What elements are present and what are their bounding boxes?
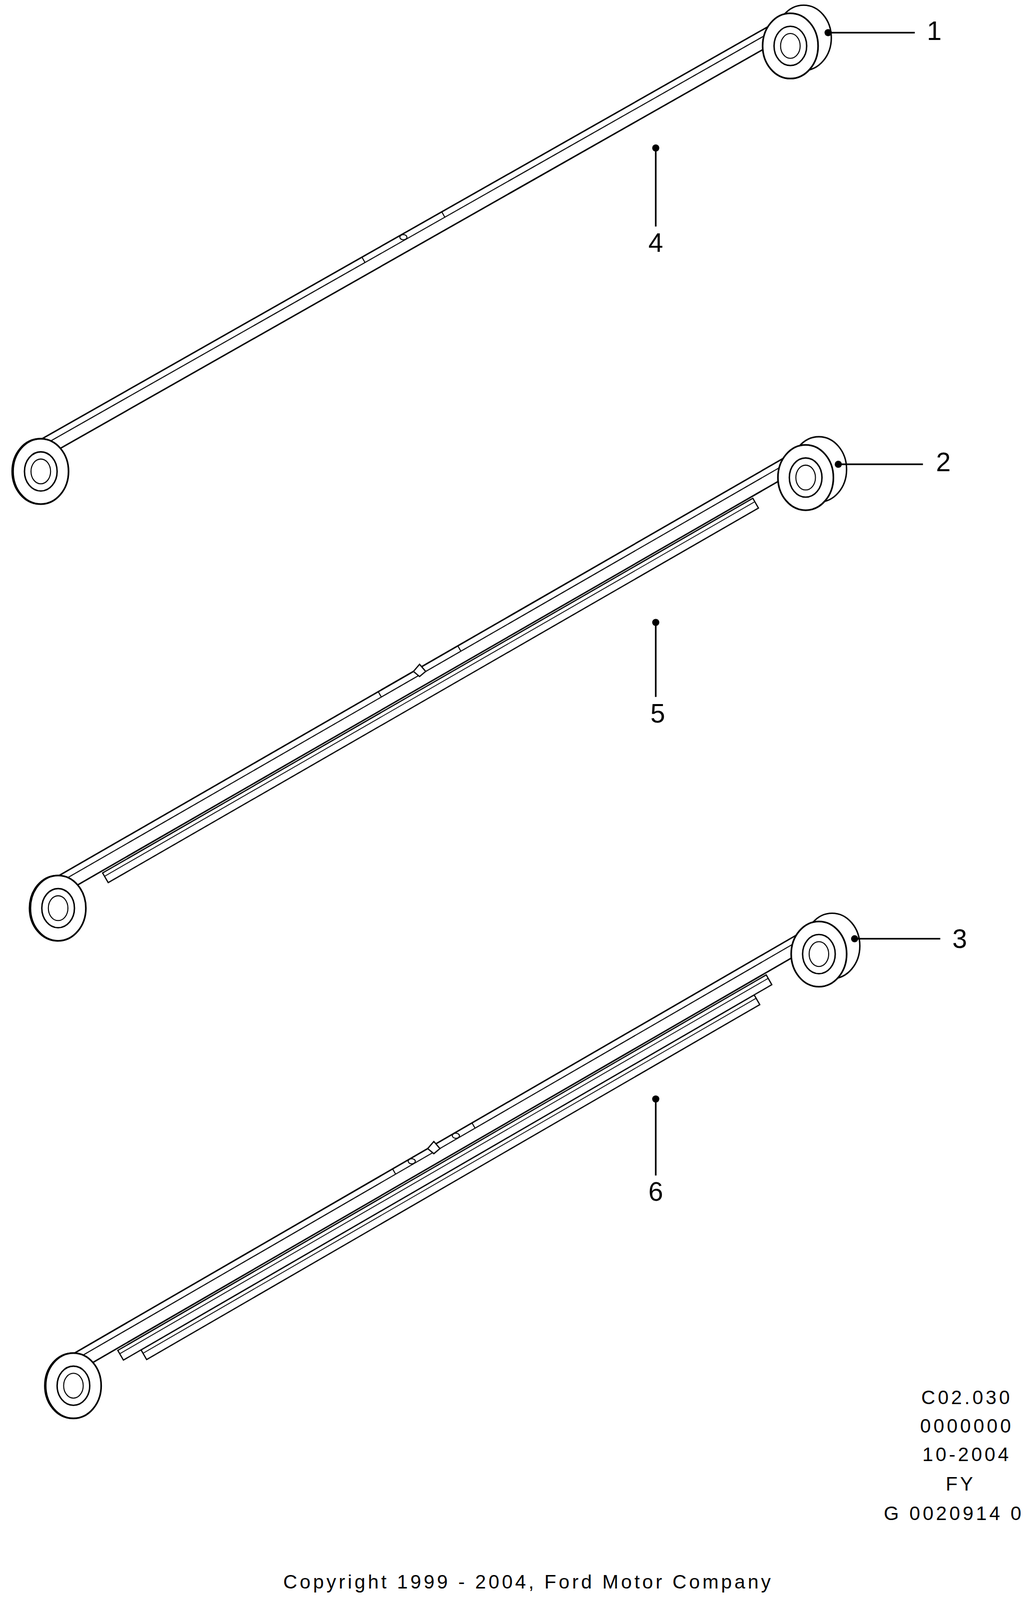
centre-bolt <box>427 1140 440 1154</box>
callout-number: 2 <box>936 448 952 476</box>
callout-number: 5 <box>650 699 666 727</box>
spring-eye <box>762 13 819 79</box>
spring-eye <box>30 875 86 941</box>
copyright-note: Copyright 1999 - 2004, Ford Motor Compan… <box>283 1571 774 1592</box>
figure-code: 0000000 <box>920 1416 1014 1436</box>
callout-number: 6 <box>648 1177 664 1205</box>
centre-bolt <box>413 663 426 677</box>
main-leaf <box>26 21 786 463</box>
leader-line <box>838 463 923 466</box>
spring-eye <box>791 921 847 987</box>
main-leaf <box>44 453 801 900</box>
leader-line <box>654 1098 657 1175</box>
spring-eye <box>12 438 69 505</box>
callout-number: 1 <box>926 17 942 44</box>
spring-leaf <box>102 498 759 883</box>
leader-line <box>828 31 916 34</box>
callout-number: 3 <box>952 925 968 952</box>
figure-code: FY <box>945 1474 976 1494</box>
figure-code: G 0020914 0 <box>883 1503 1024 1524</box>
spring-leaf <box>117 974 772 1360</box>
spring-leaf <box>140 994 760 1360</box>
figure-code: C02.030 <box>921 1387 1013 1408</box>
leader-line <box>654 622 657 697</box>
leader-line <box>854 937 941 940</box>
figure-code: 10-2004 <box>922 1444 1012 1465</box>
spring-eye <box>45 1352 101 1419</box>
leader-line <box>654 147 657 227</box>
main-leaf <box>59 929 814 1377</box>
callout-number: 4 <box>648 229 664 256</box>
spring-eye <box>777 444 834 511</box>
